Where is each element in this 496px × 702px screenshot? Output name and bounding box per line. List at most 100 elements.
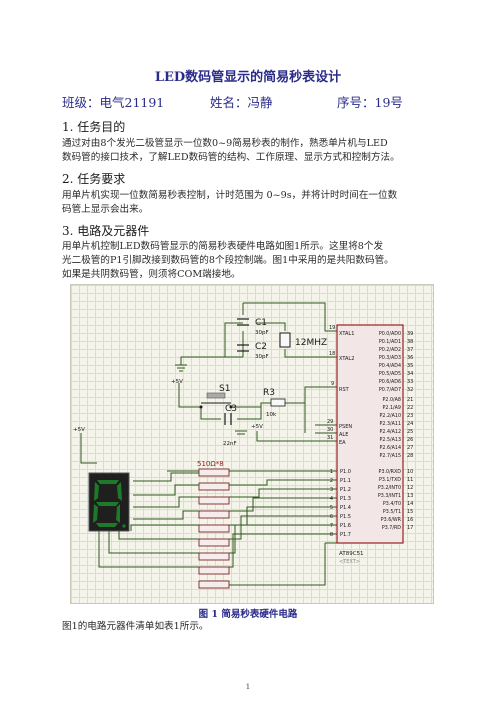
pin-number: 35 xyxy=(407,363,413,369)
label-c3: C3 xyxy=(225,404,237,414)
pin-xtal2: XTAL2 xyxy=(339,356,354,362)
text-line: 用单片机控制LED数码管显示的简易秒表硬件电路如图1所示。这里将8个发 xyxy=(62,241,384,252)
wire xyxy=(229,488,337,498)
pin-number: 4 xyxy=(330,496,333,502)
pin-number: 28 xyxy=(407,453,413,459)
pin-number: 29 xyxy=(327,419,333,425)
pin-label: P2.0/A8 xyxy=(383,397,401,403)
section-body-2: 用单片机实现一位数简易秒表控制，计时范围为 0~9s，并将计时时间在一位数 码管… xyxy=(62,189,432,217)
pin-label-p1-3: P1.3 xyxy=(340,496,351,502)
wire xyxy=(229,524,337,554)
resistor xyxy=(198,496,230,505)
pin-number: 30 xyxy=(327,427,333,433)
section-heading-2: 2. 任务要求 xyxy=(62,172,126,186)
label-c2-value: 30pF xyxy=(255,354,269,360)
label-c1-value: 30pF xyxy=(255,330,269,336)
pin-number: 13 xyxy=(407,493,413,499)
page-number: 1 xyxy=(245,683,251,691)
pin-label: P3.0/RXD xyxy=(379,469,402,475)
pin-number: 23 xyxy=(407,413,413,419)
number-label: 序号：19号 xyxy=(337,95,403,110)
pin-label: P3.4/T0 xyxy=(383,501,401,507)
resistor xyxy=(198,538,230,547)
pin-label-p1-2: P1.2 xyxy=(340,487,351,493)
pin-number: 21 xyxy=(407,397,413,403)
wire xyxy=(200,407,221,420)
pin-xtal1: XTAL1 xyxy=(339,331,354,337)
pin-label: P0.0/AD0 xyxy=(379,331,401,337)
wire xyxy=(285,386,337,404)
label-c3-value: 22nF xyxy=(223,441,237,447)
resistor-r3 xyxy=(270,398,286,407)
pin-label-p1-7: P1.7 xyxy=(340,532,351,538)
label-vcc: +5V xyxy=(251,424,263,430)
pin-label: P2.1/A9 xyxy=(383,405,401,411)
resistor xyxy=(198,566,230,575)
wire xyxy=(243,302,337,332)
wire xyxy=(284,349,337,358)
pin-number: 10 xyxy=(407,469,413,475)
pin-label: P3.5/T1 xyxy=(383,509,401,515)
pin-label: P2.5/A13 xyxy=(379,437,401,443)
switch-s1 xyxy=(199,392,233,409)
circuit-figure: C1 30pF C2 30pF 12MHZ +5V +5V +5V S1 R3 … xyxy=(70,284,434,604)
pin-number: 6 xyxy=(330,514,333,520)
pin-label: P0.4/AD4 xyxy=(379,363,401,369)
text-line: 用单片机实现一位数简易秒表控制，计时范围为 0~9s，并将计时时间在一位数 xyxy=(62,190,398,201)
text-line: 如果是共阴数码管，则须将COM端接地。 xyxy=(62,269,241,280)
label-r3-value: 10k xyxy=(266,412,277,418)
resistor xyxy=(198,468,230,477)
wire xyxy=(80,433,97,464)
label-crystal: 12MHZ xyxy=(295,338,327,348)
page-title: LED数码管显示的简易秒表设计 xyxy=(154,70,342,85)
pin-label-p1-6: P1.6 xyxy=(340,523,351,529)
pin-number: 22 xyxy=(407,405,413,411)
pin-label: P2.2/A10 xyxy=(379,413,401,419)
pin-ale: ALE xyxy=(339,432,348,438)
section-body-1: 通过对由8个发光二极管显示一位数0~9简易秒表的制作，熟悉单片机与LED 数码管… xyxy=(62,137,432,165)
seven-segment-display xyxy=(88,472,130,532)
pin-number: 11 xyxy=(407,477,413,483)
wire xyxy=(231,402,271,408)
pin-number: 26 xyxy=(407,437,413,443)
class-label: 班级：电气21191 xyxy=(62,95,165,110)
pin-number: 18 xyxy=(329,351,335,357)
pin-number: 24 xyxy=(407,421,413,427)
pin-number: 9 xyxy=(331,381,334,387)
capacitor-c2 xyxy=(237,344,249,352)
pin-number: 36 xyxy=(407,355,413,361)
pin-label: P2.7/A15 xyxy=(379,453,401,459)
pin-number: 8 xyxy=(330,532,333,538)
pin-number: 7 xyxy=(330,523,333,529)
pin-number: 16 xyxy=(407,517,413,523)
pin-label: P2.6/A14 xyxy=(379,445,401,451)
wire xyxy=(229,479,337,486)
wire xyxy=(229,515,337,540)
resistor xyxy=(198,482,230,491)
label-vcc: +5V xyxy=(171,379,183,385)
pin-label-p1-1: P1.1 xyxy=(340,478,351,484)
pin-label: P2.4/A12 xyxy=(379,429,401,435)
figure-caption: 图 1 简易秒表硬件电路 xyxy=(198,609,298,620)
section-body-3: 用单片机控制LED数码管显示的简易秒表硬件电路如图1所示。这里将8个发 光二极管… xyxy=(62,240,432,282)
label-r3: R3 xyxy=(263,388,275,398)
text-line: 数码管的接口技术，了解LED数码管的结构、工作原理、显示方式和控制方法。 xyxy=(62,152,400,163)
pin-label: P0.6/AD6 xyxy=(379,379,401,385)
pin-label: P0.7/AD7 xyxy=(379,387,401,393)
wire xyxy=(108,531,199,554)
pin-ea: EA xyxy=(339,440,346,446)
text-line: 通过对由8个发光二极管显示一位数0~9简易秒表的制作，熟悉单片机与LED xyxy=(62,138,388,149)
pin-number: 2 xyxy=(330,478,333,484)
pin-number: 19 xyxy=(329,325,335,331)
label-s1: S1 xyxy=(219,384,230,394)
ground-icon xyxy=(235,430,247,435)
ground-icon xyxy=(175,364,187,372)
label-c2: C2 xyxy=(255,342,267,352)
pin-rst: RST xyxy=(339,387,350,393)
circuit-schematic: C1 30pF C2 30pF 12MHZ +5V +5V +5V S1 R3 … xyxy=(73,302,414,589)
pin-number: 27 xyxy=(407,445,413,451)
pin-label: P3.2/INT0 xyxy=(378,485,401,491)
pin-number: 17 xyxy=(407,525,413,531)
